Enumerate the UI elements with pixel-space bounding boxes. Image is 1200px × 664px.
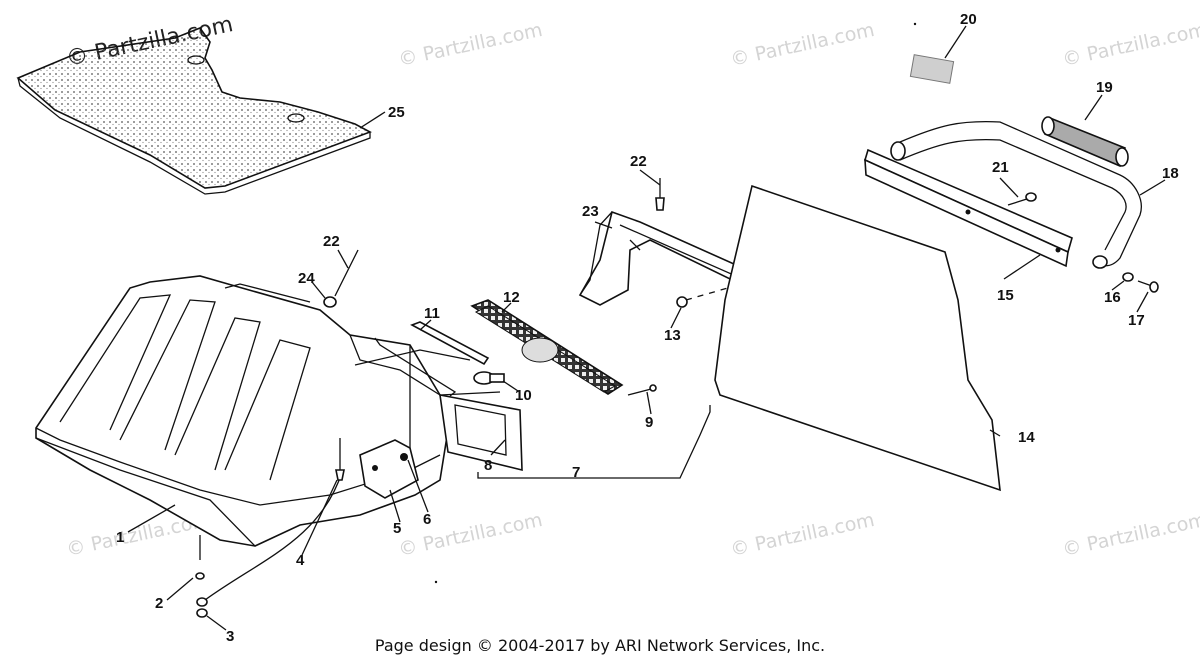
part-4-cable [204, 438, 345, 601]
callout-22-upper: 22 [630, 153, 647, 170]
part-10-bulb [473, 371, 505, 385]
part-16-washer [1122, 272, 1134, 282]
part-20-decal [909, 54, 955, 84]
watermark: © Partzilla.com [728, 509, 876, 561]
callout-23: 23 [582, 203, 599, 220]
part-7-group-bracket [477, 405, 711, 479]
callout-20: 20 [960, 11, 977, 28]
callout-labels: 1 2 3 4 5 6 7 8 9 10 11 12 13 14 15 16 1… [116, 11, 1179, 645]
watermark: © Partzilla.com [728, 19, 876, 71]
callout-7: 7 [572, 464, 580, 481]
callout-25: 25 [388, 104, 405, 121]
part-9-screw-head [649, 384, 657, 392]
stray-dot [434, 580, 438, 584]
part-1-console-body [35, 275, 511, 547]
page-footer: Page design © 2004-2017 by ARI Network S… [374, 636, 826, 655]
part-13-nut [676, 296, 688, 308]
part-15-bar [864, 148, 1073, 268]
callout-14: 14 [1018, 429, 1035, 446]
callout-12: 12 [503, 289, 520, 306]
callout-16: 16 [1104, 289, 1121, 306]
callout-24: 24 [298, 270, 315, 287]
callout-8: 8 [484, 457, 492, 474]
part-14-panel [714, 184, 1001, 492]
part-5-plate [359, 439, 419, 499]
part-19-grip [1041, 116, 1129, 168]
part-8-light-housing [439, 394, 523, 472]
stray-dot [913, 22, 917, 26]
leader-lines [127, 25, 1166, 631]
watermark: © Partzilla.com [1060, 509, 1200, 561]
part-3-nut [196, 597, 208, 618]
callout-13: 13 [664, 327, 681, 344]
watermark: © Partzilla.com [396, 19, 544, 71]
callout-22-lower: 22 [323, 233, 340, 250]
callout-11: 11 [424, 305, 440, 322]
part-25-floor-mat [16, 27, 372, 195]
callout-19: 19 [1096, 79, 1113, 96]
callout-3: 3 [226, 628, 234, 645]
callout-17: 17 [1128, 312, 1145, 329]
part-18-handle [890, 120, 1142, 269]
callout-18: 18 [1162, 165, 1179, 182]
callout-1: 1 [116, 529, 124, 546]
part-21-bolt [1007, 192, 1037, 206]
watermark: © Partzilla.com [396, 509, 544, 561]
watermark: © Partzilla.com [1060, 19, 1200, 71]
callout-4: 4 [296, 552, 305, 569]
callout-2: 2 [155, 595, 163, 612]
part-2-washer [195, 535, 205, 580]
callout-10: 10 [515, 387, 532, 404]
part-22-screw [655, 178, 665, 211]
callout-5: 5 [393, 520, 401, 537]
callout-9: 9 [645, 414, 653, 431]
callout-15: 15 [997, 287, 1014, 304]
callout-6: 6 [423, 511, 431, 528]
part-24-grommet [323, 249, 359, 308]
part-12-grille-lens [470, 299, 624, 395]
callout-21: 21 [992, 159, 1009, 176]
part-17-bolt [1137, 280, 1159, 293]
part-11-strip [374, 321, 490, 397]
